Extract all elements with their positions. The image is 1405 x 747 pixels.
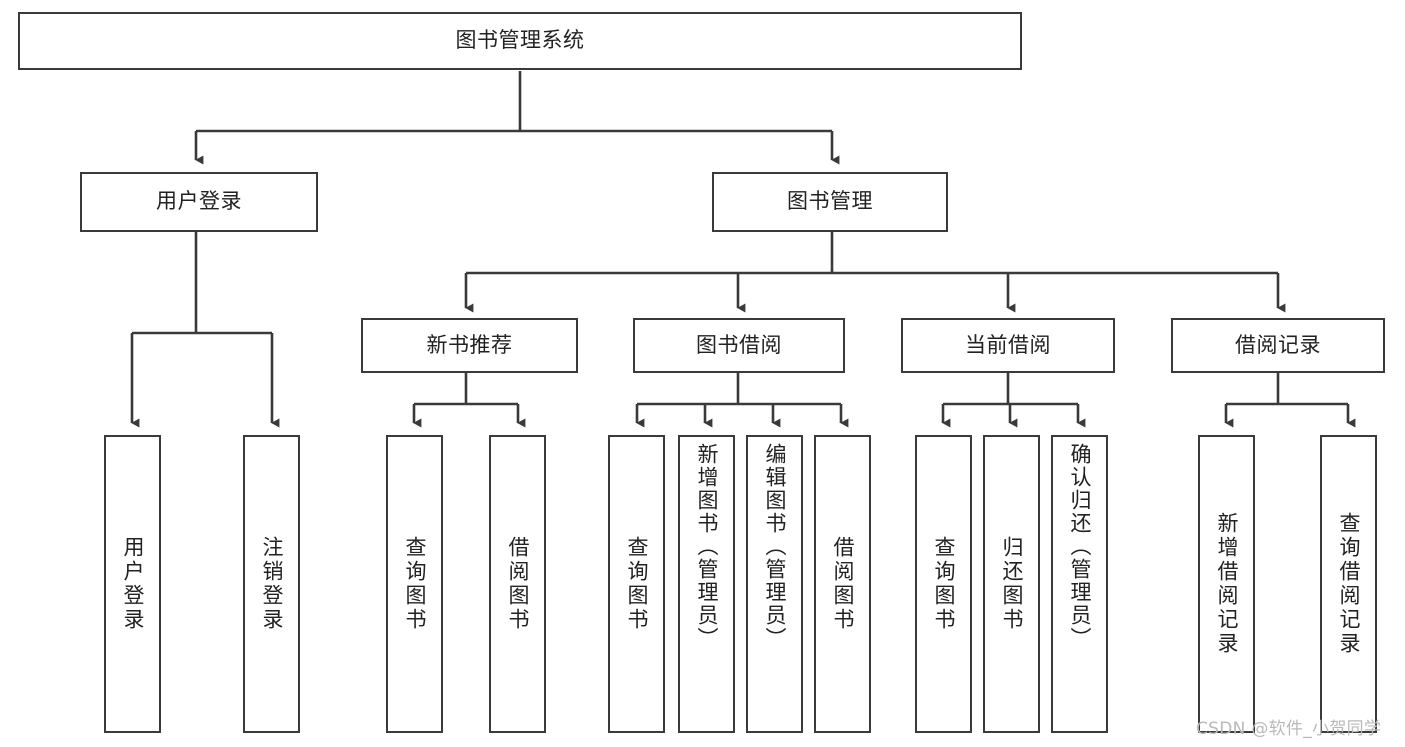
node-leaf-return-book-label: 归还图书 (1000, 536, 1024, 632)
node-leaf-query-book-2-label: 查询图书 (625, 536, 649, 632)
node-leaf-return-book[interactable]: 归还图书 (983, 435, 1040, 733)
node-new-book-recommend-label: 新书推荐 (426, 332, 513, 357)
node-leaf-user-login[interactable]: 用户登录 (104, 435, 161, 733)
node-root[interactable]: 图书管理系统 (18, 12, 1022, 70)
node-current-borrow[interactable]: 当前借阅 (901, 318, 1115, 373)
node-leaf-borrow-book-2-label: 借阅图书 (831, 536, 855, 632)
node-new-book-recommend[interactable]: 新书推荐 (361, 318, 578, 373)
node-leaf-query-book-2[interactable]: 查询图书 (608, 435, 665, 733)
node-leaf-edit-book[interactable]: 编辑图书（管理员） (746, 435, 803, 733)
node-leaf-borrow-book-2[interactable]: 借阅图书 (814, 435, 871, 733)
node-leaf-logout-login-label: 注销登录 (260, 536, 284, 632)
node-user-login-label: 用户登录 (156, 189, 242, 214)
node-book-manage[interactable]: 图书管理 (712, 172, 948, 232)
node-borrow-record-label: 借阅记录 (1235, 332, 1321, 357)
node-leaf-query-book-1[interactable]: 查询图书 (386, 435, 443, 733)
node-leaf-query-book-3-label: 查询图书 (932, 536, 956, 632)
node-leaf-edit-book-label: 编辑图书（管理员） (763, 443, 787, 650)
node-current-borrow-label: 当前借阅 (965, 332, 1051, 357)
node-leaf-query-record-label: 查询借阅记录 (1337, 512, 1361, 656)
node-book-borrow[interactable]: 图书借阅 (633, 318, 845, 373)
node-leaf-add-record[interactable]: 新增借阅记录 (1198, 435, 1255, 733)
node-leaf-add-book-label: 新增图书（管理员） (695, 443, 719, 650)
node-leaf-query-book-3[interactable]: 查询图书 (915, 435, 972, 733)
node-leaf-borrow-book-1-label: 借阅图书 (506, 536, 530, 632)
node-leaf-user-login-label: 用户登录 (121, 536, 145, 632)
node-root-label: 图书管理系统 (455, 28, 585, 53)
node-borrow-record[interactable]: 借阅记录 (1171, 318, 1385, 373)
node-leaf-confirm-return[interactable]: 确认归还（管理员） (1051, 435, 1108, 733)
node-leaf-borrow-book-1[interactable]: 借阅图书 (489, 435, 546, 733)
csdn-watermark: CSDN @软件_小贺同学 (1196, 719, 1382, 739)
node-leaf-query-book-1-label: 查询图书 (403, 536, 427, 632)
node-user-login[interactable]: 用户登录 (80, 172, 318, 232)
node-leaf-query-record[interactable]: 查询借阅记录 (1320, 435, 1377, 733)
node-leaf-logout-login[interactable]: 注销登录 (243, 435, 300, 733)
node-leaf-confirm-return-label: 确认归还（管理员） (1068, 443, 1092, 650)
node-book-manage-label: 图书管理 (787, 189, 873, 214)
node-leaf-add-record-label: 新增借阅记录 (1215, 512, 1239, 656)
node-book-borrow-label: 图书借阅 (696, 332, 782, 357)
node-leaf-add-book[interactable]: 新增图书（管理员） (678, 435, 735, 733)
